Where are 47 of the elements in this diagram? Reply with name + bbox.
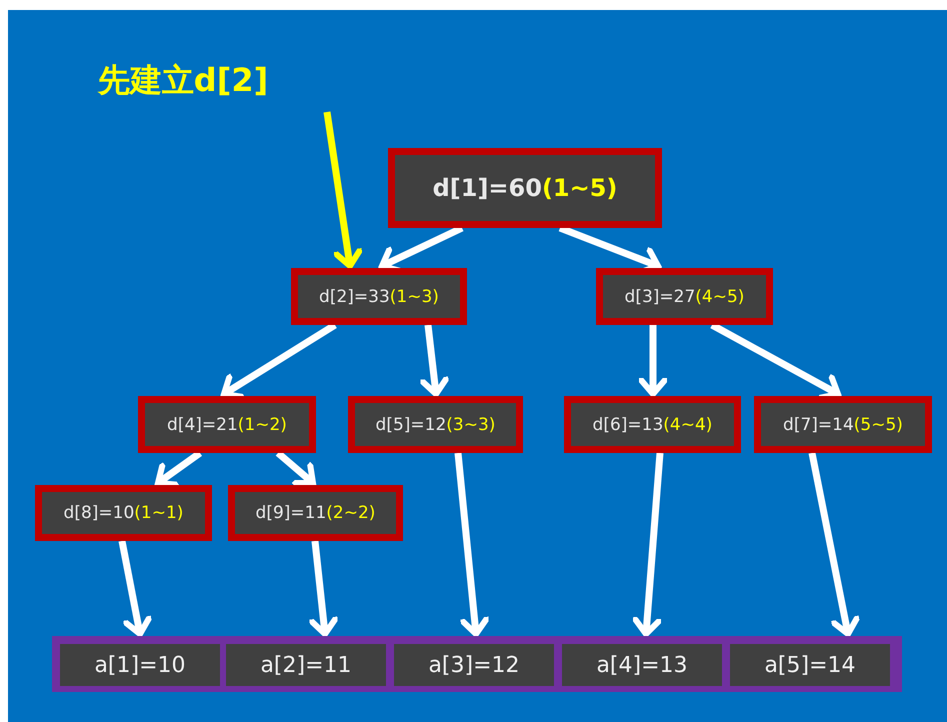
array-cell bbox=[394, 644, 554, 686]
value-label: a[5]=14 bbox=[764, 652, 856, 678]
range-label: (1~5) bbox=[542, 174, 618, 202]
array-cell bbox=[562, 644, 722, 686]
arrow bbox=[638, 325, 668, 397]
value-label: d[8]=10 bbox=[64, 503, 134, 523]
value-label: a[3]=12 bbox=[428, 652, 520, 678]
annotation-text: 先建立d[2] bbox=[98, 60, 268, 101]
value-label: d[3]=27 bbox=[624, 286, 696, 306]
range-label: (2~2) bbox=[326, 503, 376, 523]
value-label: d[2]=33 bbox=[319, 286, 390, 306]
range-label: (3~3) bbox=[446, 414, 496, 434]
value-label: a[4]=13 bbox=[596, 652, 688, 678]
value-label: a[2]=11 bbox=[260, 652, 352, 678]
arrow bbox=[808, 452, 860, 637]
arrow bbox=[324, 111, 363, 269]
value-label: d[6]=13 bbox=[592, 414, 664, 434]
array-cell bbox=[226, 644, 386, 686]
range-label: (4~4) bbox=[663, 414, 712, 434]
arrow bbox=[118, 540, 152, 637]
arrow bbox=[419, 324, 450, 397]
arrow bbox=[308, 540, 338, 637]
segment-tree-node bbox=[228, 485, 403, 541]
segment-tree-node bbox=[564, 396, 741, 453]
segment-tree-node bbox=[596, 268, 773, 325]
segment-tree-node bbox=[138, 396, 316, 453]
range-label: (1~1) bbox=[134, 503, 184, 523]
range-label: (5~5) bbox=[854, 414, 903, 434]
value-label: d[1]=60 bbox=[432, 174, 542, 202]
array-cell bbox=[60, 644, 220, 686]
segment-tree-node bbox=[754, 396, 932, 453]
range-label: (1~2) bbox=[238, 414, 287, 434]
value-label: d[9]=11 bbox=[256, 503, 326, 523]
segment-tree-node bbox=[291, 268, 467, 325]
segment-tree-node bbox=[35, 485, 212, 541]
arrow bbox=[454, 452, 490, 637]
segment-tree-node bbox=[348, 396, 523, 453]
range-label: (1~3) bbox=[390, 286, 439, 306]
arrow bbox=[632, 452, 664, 637]
array-band bbox=[52, 636, 902, 692]
range-label: (4~5) bbox=[695, 286, 744, 306]
segment-tree-node bbox=[388, 148, 662, 228]
value-label: a[1]=10 bbox=[94, 652, 186, 678]
value-label: d[5]=12 bbox=[376, 414, 446, 434]
value-label: d[4]=21 bbox=[167, 414, 238, 434]
array-cell bbox=[730, 644, 890, 686]
value-label: d[7]=14 bbox=[783, 414, 854, 434]
